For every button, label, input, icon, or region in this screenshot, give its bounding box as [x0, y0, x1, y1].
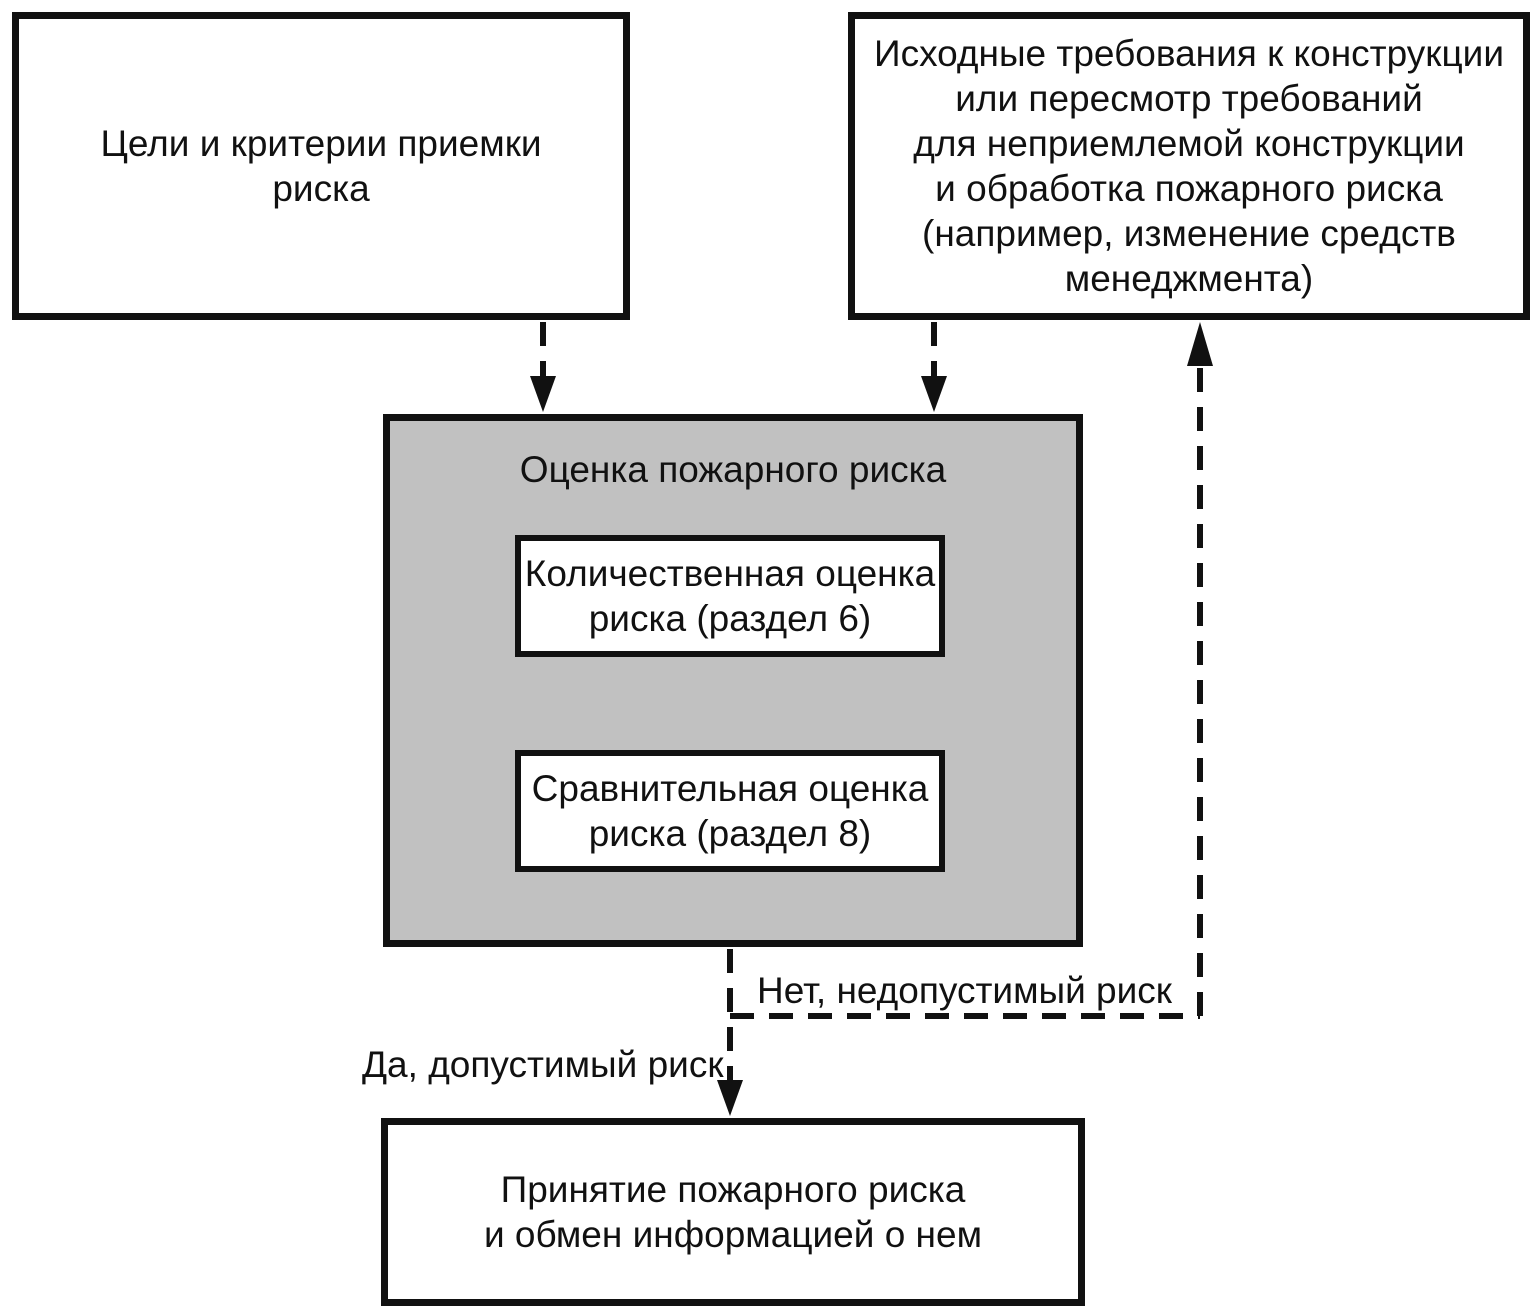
box-quantitative-assessment: Количественная оценка риска (раздел 6): [515, 535, 945, 657]
box-goals-criteria: Цели и критерии приемки риска: [12, 12, 630, 320]
comparative-assessment-text: Сравнительная оценка риска (раздел 8): [531, 768, 929, 854]
initial-requirements-text: Исходные требования к конструкции или пе…: [873, 33, 1504, 299]
box-risk-acceptance: Принятие пожарного риска и обмен информа…: [381, 1118, 1085, 1306]
box-comparative-assessment: Сравнительная оценка риска (раздел 8): [515, 750, 945, 872]
arrow-requirements-to-assessment: [921, 322, 947, 412]
edge-label-yes-acceptable-risk: Да, допустимый риск: [362, 1044, 724, 1085]
goals-criteria-text: Цели и критерии приемки риска: [100, 123, 542, 209]
edge-label-no-unacceptable-risk: Нет, недопустимый риск: [757, 970, 1172, 1011]
fire-risk-assessment-title: Оценка пожарного риска: [519, 449, 947, 490]
quantitative-assessment-text: Количественная оценка риска (раздел 6): [524, 553, 936, 639]
box-fire-risk-assessment: Оценка пожарного риска Количественная оц…: [383, 414, 1083, 947]
risk-acceptance-text: Принятие пожарного риска и обмен информа…: [483, 1169, 983, 1255]
arrow-goals-to-assessment: [530, 322, 556, 412]
arrow-assessment-to-acceptance: [717, 949, 743, 1116]
box-initial-requirements: Исходные требования к конструкции или пе…: [848, 12, 1530, 320]
